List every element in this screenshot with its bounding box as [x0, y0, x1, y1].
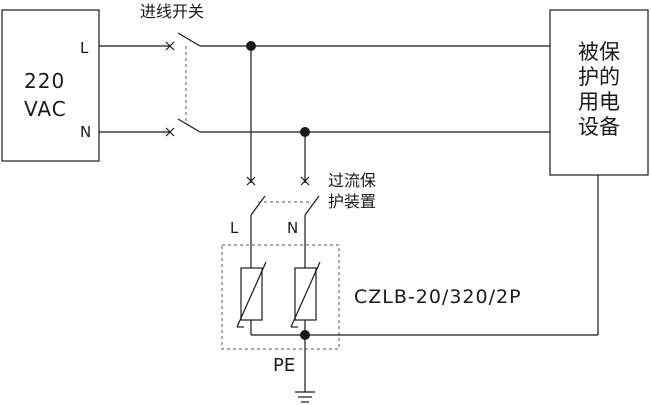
spd-terminal-l: L [230, 219, 239, 237]
junction-l [246, 41, 256, 51]
ground-pe-label: PE [273, 355, 296, 376]
protector-n-x2 [300, 176, 310, 186]
protected-device-box [549, 9, 649, 176]
source-voltage-label: 220 [24, 69, 66, 93]
junction-n [300, 127, 310, 137]
source-terminal-n: N [80, 123, 92, 141]
spd-enclosure [221, 244, 340, 350]
protector-l-blade [250, 195, 266, 216]
switch-n-blade [177, 118, 201, 133]
protected-device-label-line2: 护的 [578, 65, 620, 89]
protector-l-x2 [246, 176, 256, 186]
protected-device-label-line3: 用电 [578, 90, 620, 114]
incoming-switch-label: 进线开关 [140, 2, 205, 21]
power-source-box [1, 9, 100, 162]
switch-l-blade [177, 32, 201, 47]
protector-label-line1: 过流保 [328, 171, 377, 190]
protector-n-blade [304, 195, 320, 216]
junction-pe [300, 330, 310, 340]
protected-device-label-line4: 设备 [578, 115, 620, 139]
switch-l-x2 [165, 41, 175, 51]
varistor-n-slash [290, 261, 321, 328]
spd-terminal-n: N [287, 219, 299, 237]
source-terminal-l: L [80, 39, 89, 57]
protected-device-label-line1: 被保 [578, 40, 620, 64]
varistor-l-slash [236, 261, 267, 328]
protected-device-label: 被保 护的 用电 设备 [570, 40, 628, 140]
spd-model-label: CZLB-20/320/2P [354, 286, 522, 308]
switch-n-x2 [165, 127, 175, 137]
protector-label-line2: 护装置 [328, 192, 377, 211]
source-type-label: VAC [24, 97, 67, 121]
